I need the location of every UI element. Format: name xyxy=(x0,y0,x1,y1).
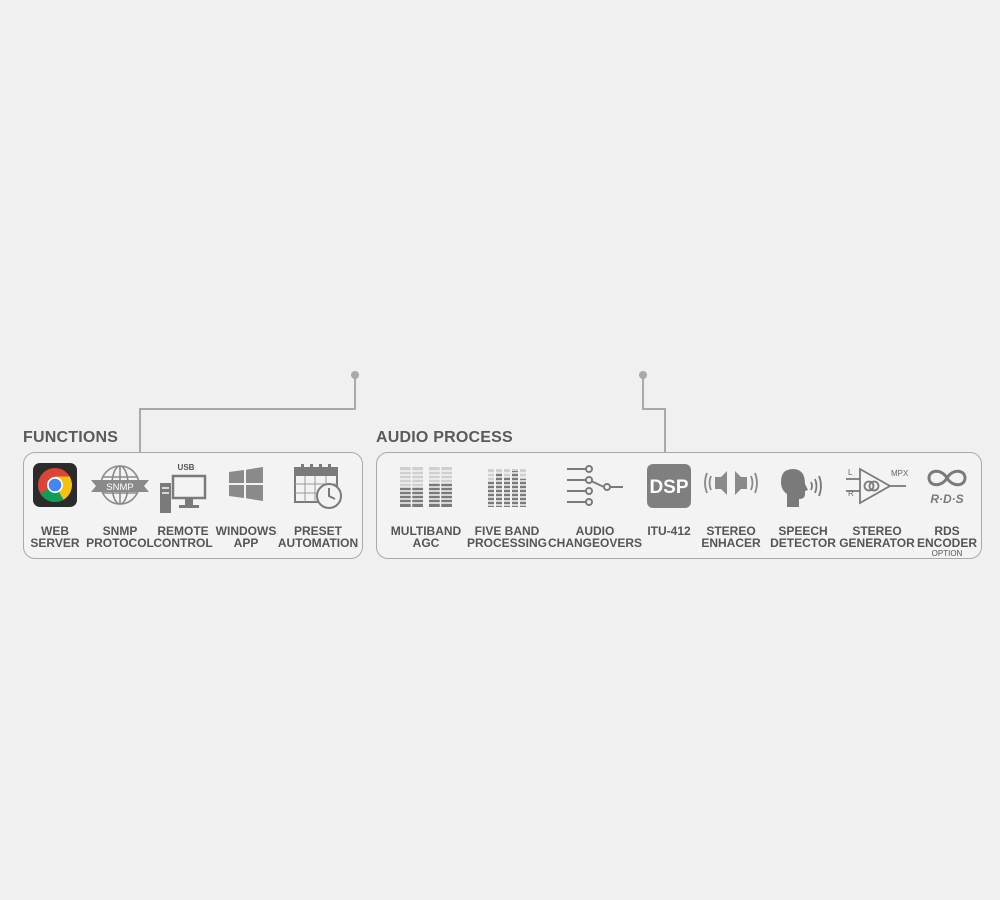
rds-label-2: ENCODER xyxy=(916,536,977,550)
usb-badge-text: USB xyxy=(178,463,195,472)
windows-icon xyxy=(214,463,278,519)
usb-computer-icon: USB xyxy=(152,453,214,513)
feature-remote-control: USB REMOTE CONTROL xyxy=(152,453,214,559)
rds-label-1: RDS xyxy=(934,524,960,538)
feature-five-band-processing: FIVE BAND PROCESSING xyxy=(465,453,549,559)
five-band-label-1: FIVE BAND xyxy=(474,524,540,538)
functions-title: FUNCTIONS xyxy=(23,429,119,446)
rds-badge-text: R·D·S xyxy=(930,492,963,506)
generator-input-l: L xyxy=(848,468,853,477)
multiband-label-1: MULTIBAND xyxy=(390,524,462,538)
feature-web-server: WEB SERVER xyxy=(26,453,84,559)
five-band-label-2: PROCESSING xyxy=(466,536,547,550)
functions-panel: WEB SERVER SNMP SNMP PROTOCOL xyxy=(23,452,363,559)
stereo-enhacer-label-2: ENHACER xyxy=(701,536,761,550)
changeovers-label-1: AUDIO xyxy=(575,524,615,538)
generator-output-mpx: MPX xyxy=(891,469,909,478)
snmp-label-2: PROTOCOL xyxy=(86,536,154,550)
audio-process-panel: MULTIBAND AGC FIVE BAND PROCESSING xyxy=(376,452,982,559)
feature-preset-automation: PRESET AUTOMATION xyxy=(277,453,359,559)
windows-app-label-2: APP xyxy=(233,536,259,550)
feature-stereo-generator: L R MPX STEREO GENERATOR xyxy=(837,453,917,559)
chrome-icon xyxy=(26,463,84,519)
feature-itu-412: DSP ITU-412 xyxy=(641,453,697,559)
functions-connector xyxy=(139,375,356,452)
rds-option-note: OPTION xyxy=(931,549,963,558)
audio-connector-dot xyxy=(639,371,647,379)
web-server-label-2: SERVER xyxy=(30,536,80,550)
feature-stereo-enhancer: STEREO ENHACER xyxy=(699,453,763,559)
generator-label-2: GENERATOR xyxy=(839,536,915,550)
equalizer-icon xyxy=(465,463,549,519)
functions-connector-dot xyxy=(351,371,359,379)
feature-multiband-agc: MULTIBAND AGC xyxy=(385,453,467,559)
feature-windows-app: WINDOWS APP xyxy=(214,453,278,559)
preset-label-2: AUTOMATION xyxy=(277,536,359,550)
remote-control-label-1: REMOTE xyxy=(157,524,209,538)
audio-connector xyxy=(642,375,666,452)
generator-input-r: R xyxy=(848,489,854,498)
stereo-speakers-icon xyxy=(699,463,763,519)
speech-label-1: SPEECH xyxy=(778,524,828,538)
feature-audio-changeovers: AUDIO CHANGEOVERS xyxy=(547,453,643,559)
speech-label-2: DETECTOR xyxy=(770,536,836,550)
preset-label-1: PRESET xyxy=(293,524,342,538)
changeovers-label-2: CHANGEOVERS xyxy=(547,536,642,550)
feature-speech-detector: SPEECH DETECTOR xyxy=(769,453,837,559)
stereo-enhacer-label-1: STEREO xyxy=(706,524,756,538)
feature-rds-encoder: R·D·S RDS ENCODER OPTION xyxy=(915,453,979,559)
feature-snmp-protocol: SNMP SNMP PROTOCOL xyxy=(82,453,158,559)
snmp-badge-text: SNMP xyxy=(106,482,133,493)
dsp-badge-text: DSP xyxy=(649,477,688,498)
multiband-meter-icon xyxy=(385,463,467,519)
mpx-amplifier-icon: L R MPX xyxy=(837,463,917,519)
snmp-globe-icon: SNMP xyxy=(82,463,158,519)
generator-label-1: STEREO xyxy=(852,524,902,538)
windows-app-label-1: WINDOWS xyxy=(215,524,277,538)
speech-head-icon xyxy=(769,463,837,519)
snmp-label-1: SNMP xyxy=(102,524,138,538)
dsp-icon: DSP xyxy=(641,463,697,519)
multiband-label-2: AGC xyxy=(412,536,440,550)
web-server-label-1: WEB xyxy=(41,524,69,538)
remote-control-label-2: CONTROL xyxy=(153,536,213,550)
calendar-clock-icon xyxy=(277,463,359,519)
rds-icon: R·D·S xyxy=(915,463,979,519)
switch-icon xyxy=(547,463,643,519)
audio-process-title: AUDIO PROCESS xyxy=(376,429,513,446)
itu-412-label: ITU-412 xyxy=(647,524,691,538)
